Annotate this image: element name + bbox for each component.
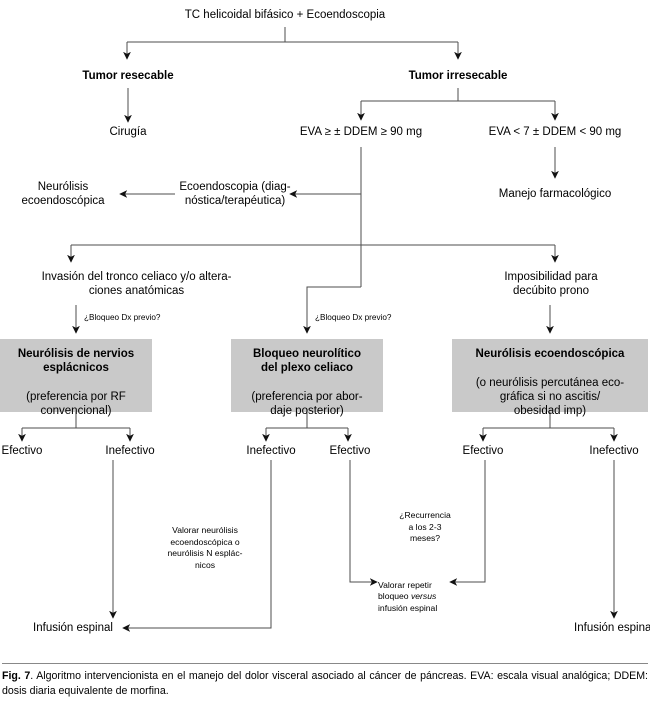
label-right-efectivo: Efectivo	[462, 445, 504, 457]
node-tumor-irresecable: Tumor irresecable	[408, 70, 508, 82]
box-mid-subtitle: (preferencia por abor- daje posterior)	[251, 390, 363, 417]
caption-text-block: Fig. 7. Algoritmo intervencionista en el…	[2, 669, 648, 700]
node-eva-low: EVA < 7 ± DDEM < 90 mg	[488, 126, 622, 138]
valorar-repetir-line1: Valorar repetir bloqueo	[378, 579, 432, 602]
box-mid-title: Bloqueo neurolítico del plexo celiaco	[253, 348, 361, 375]
node-root: TC helicoidal bifásico + Ecoendoscopia	[184, 9, 386, 21]
node-invasion-tronco-celiaco: Invasión del tronco celiaco y/o altera- …	[41, 271, 232, 298]
node-neurolisis-ecoendoscopica: Neurólisis ecoendoscópica	[21, 181, 105, 208]
label-mid-inefectivo: Inefectivo	[246, 445, 296, 457]
box-right-subtitle: (o neurólisis percutánea eco- gráfica si…	[475, 376, 625, 417]
box-neurolisis-ecoendoscopica: Neurólisis ecoendoscópica (o neurólisis …	[452, 339, 648, 417]
label-bloqueo-dx-previo-middle: ¿Bloqueo Dx previo?	[315, 313, 392, 322]
connector-lines	[18, 27, 618, 632]
box-bloqueo-neurolitico-plexo-celiaco: Bloqueo neurolítico del plexo celiaco (p…	[231, 339, 383, 417]
label-left-efectivo: Efectivo	[1, 445, 43, 457]
caption-divider	[2, 663, 648, 664]
box-neurolisis-nervios-esplacnicos: Neurólisis de nervios esplácnicos (prefe…	[0, 339, 152, 417]
box-left-subtitle: (preferencia por RF convencional)	[26, 390, 126, 417]
label-valorar-neurolisis: Valorar neurólisis ecoendoscópica o neur…	[167, 525, 243, 570]
caption-body: . Algoritmo intervencionista en el manej…	[2, 670, 648, 698]
label-valorar-repetir-bloqueo: Valorar repetir bloqueo versus infusión …	[378, 568, 474, 614]
node-imposibilidad-decubito: Imposibilidad para decúbito prono	[504, 271, 598, 298]
label-recurrencia: ¿Recurrencia a los 2-3 meses?	[399, 510, 451, 544]
valorar-repetir-versus: versus	[410, 591, 437, 602]
node-ecoendoscopia: Ecoendoscopia (diag- nóstica/terapéutica…	[179, 181, 291, 208]
label-bloqueo-dx-previo-left: ¿Bloqueo Dx previo?	[84, 313, 161, 322]
label-mid-efectivo: Efectivo	[329, 445, 371, 457]
box-right-title: Neurólisis ecoendoscópica	[475, 348, 625, 361]
node-infusion-espinal-left: Infusión espinal	[33, 622, 113, 634]
node-tumor-resecable: Tumor resecable	[82, 70, 174, 82]
label-left-inefectivo: Inefectivo	[105, 445, 155, 457]
valorar-repetir-line2: infusión espinal	[378, 602, 438, 613]
caption-figure-number: Fig. 7	[2, 670, 31, 682]
box-left-title: Neurólisis de nervios esplácnicos	[17, 348, 135, 375]
flowchart-figure: TC helicoidal bifásico + Ecoendoscopia T…	[0, 9, 650, 634]
node-manejo-farmacologico: Manejo farmacológico	[498, 188, 612, 200]
node-eva-high: EVA ≥ ± DDEM ≥ 90 mg	[299, 126, 423, 138]
label-right-inefectivo: Inefectivo	[589, 445, 639, 457]
node-cirugia: Cirugía	[109, 126, 147, 138]
node-infusion-espinal-right: Infusión espinal	[574, 622, 650, 634]
